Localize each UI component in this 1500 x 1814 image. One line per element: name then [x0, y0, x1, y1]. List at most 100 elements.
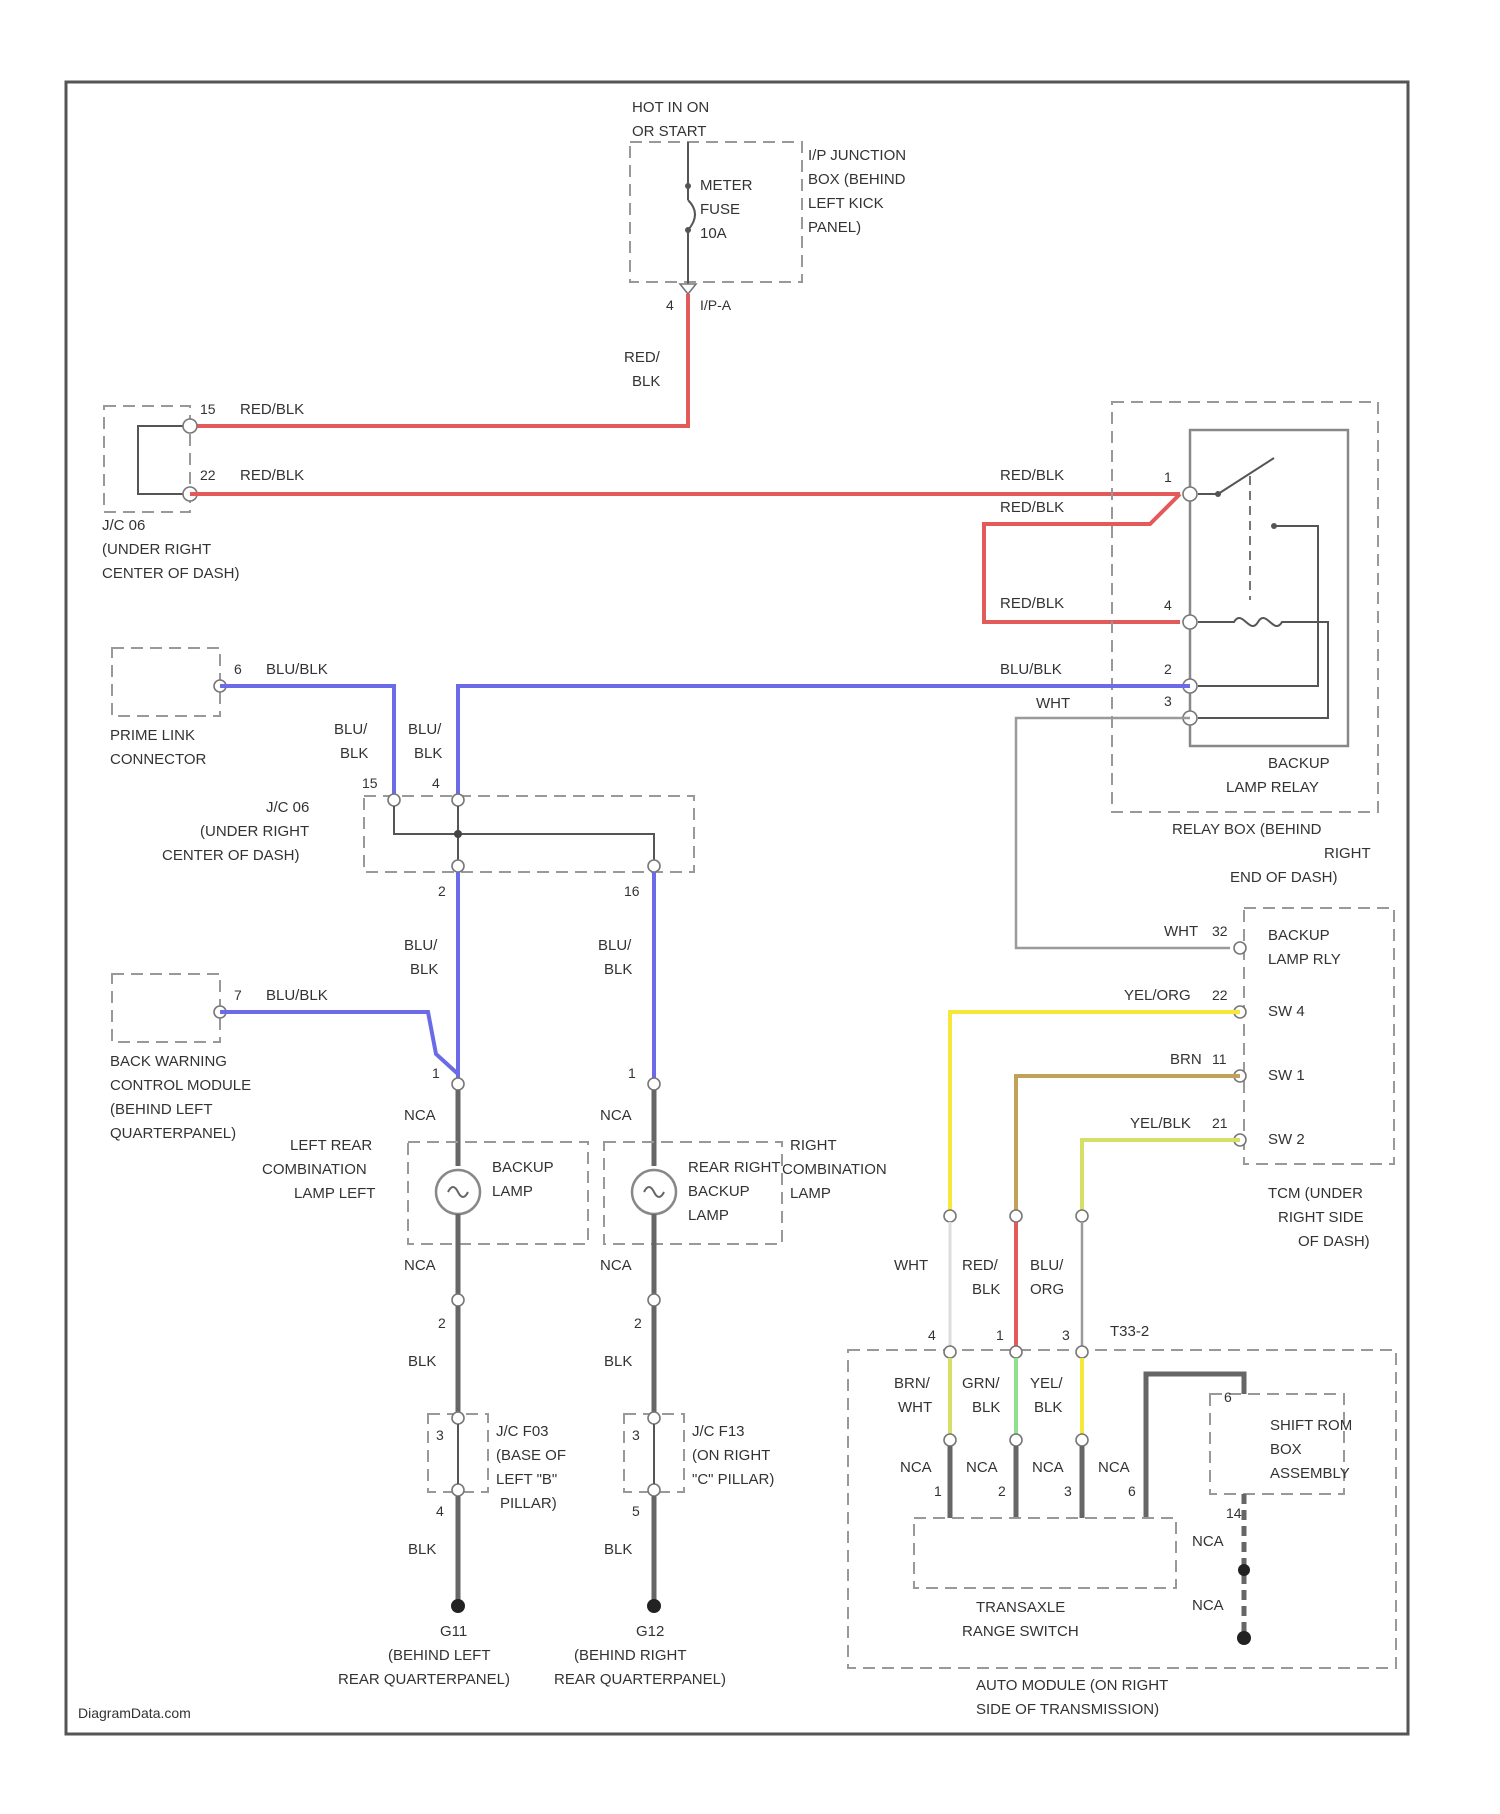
jc06-top-pin-a: 15 [200, 401, 216, 417]
wire-label-blk-4: BLK [604, 961, 632, 978]
relay-pin4-label: 4 [1164, 597, 1172, 613]
range-switch-label-2: RANGE SWITCH [962, 1623, 1079, 1640]
fuse-pin: 4 [666, 297, 674, 313]
hot-label-2: OR START [632, 123, 706, 140]
range-nca-4: NCA [1098, 1459, 1130, 1476]
jc06-top-bus [138, 426, 190, 494]
range-nca-1: NCA [900, 1459, 932, 1476]
ground-right-label-1: (BEHIND RIGHT [574, 1647, 687, 1664]
shift-ground-1-icon [1238, 1564, 1250, 1576]
tcm-name-1: BACKUP [1268, 927, 1330, 944]
left-lamp-pin-1 [452, 1078, 464, 1090]
range-pin-6: 6 [1128, 1483, 1136, 1499]
fuse-name-3: 10A [700, 225, 727, 242]
wire-label-blublk-3: BLU/BLK [266, 987, 328, 1004]
fuse-conn: I/P-A [700, 297, 732, 313]
wire-label-blublk-2: BLU/BLK [1000, 661, 1062, 678]
tcm-pin-a: 32 [1212, 923, 1228, 939]
wire-label-blk-9: BLK [972, 1281, 1000, 1298]
tcm-sw2: SW 2 [1268, 1131, 1305, 1148]
jc-f03-label-1: J/C F03 [496, 1423, 549, 1440]
wire-label-blu-1: BLU/ [334, 721, 368, 738]
trans-mid-conn-2 [1010, 1210, 1022, 1222]
wire-label-blk-11: BLK [1034, 1399, 1062, 1416]
wire-label-blk-2: BLK [414, 745, 442, 762]
wire-yel-blk [1082, 1140, 1240, 1214]
ground-left-label-2: REAR QUARTERPANEL) [338, 1671, 510, 1688]
right-lamp-inner-2: BACKUP [688, 1183, 750, 1200]
prime-link-label-2: CONNECTOR [110, 751, 207, 768]
tcm-sw4: SW 4 [1268, 1003, 1305, 1020]
wire-label-blk-3: BLK [410, 961, 438, 978]
wire-label-blk-1: BLK [340, 745, 368, 762]
range-switch-box [914, 1518, 1176, 1588]
jc06-mid-pin-15 [388, 794, 400, 806]
relay-pin3-label: 3 [1164, 693, 1172, 709]
relay-coil [1198, 618, 1328, 718]
wire-label-brn2: BRN/ [894, 1375, 931, 1392]
left-lamp-outer-2: COMBINATION [262, 1161, 367, 1178]
jc06-top-group: 15 22 RED/BLK RED/BLK J/C 06 (UNDER RIGH… [102, 401, 304, 582]
jc06-mid-pin-16 [648, 860, 660, 872]
right-lamp-group: 1 NCA REAR RIGHT BACKUP LAMP RIGHT COMBI… [600, 1065, 887, 1331]
shift-pin-bot: 14 [1226, 1505, 1242, 1521]
wire-label-blu-2: BLU/ [408, 721, 442, 738]
shift-pin-top: 6 [1224, 1389, 1232, 1405]
right-lamp-pin-bot: 2 [634, 1315, 642, 1331]
wire-label-redblk-r1: RED/BLK [1000, 467, 1064, 484]
ground-right-label-2: REAR QUARTERPANEL) [554, 1671, 726, 1688]
back-warning-pin-label: 7 [234, 987, 242, 1003]
left-lamp-outer-3: LAMP LEFT [294, 1185, 375, 1202]
wire-label-blk-8: BLK [604, 1541, 632, 1558]
back-warning-group: 7 BACK WARNING CONTROL MODULE (BEHIND LE… [110, 974, 251, 1142]
prime-link-pin-label: 6 [234, 661, 242, 677]
jc06-mid-group: 15 4 2 16 J/C 06 (UNDER RIGHT CENTER OF … [162, 775, 694, 899]
ground-right-id: G12 [636, 1623, 664, 1640]
range-nca-2: NCA [966, 1459, 998, 1476]
jc06-mid-pin-out1: 2 [438, 883, 446, 899]
relay-box-group: 1 4 2 3 BACKUP LAMP RELAY RELAY BOX (BEH… [1112, 402, 1378, 886]
wire-label-org: ORG [1030, 1281, 1064, 1298]
t33-pin-4-label: 4 [928, 1327, 936, 1343]
back-warning-box [112, 974, 220, 1042]
t33-pin-1 [1010, 1346, 1022, 1358]
wire-yel-org [950, 1012, 1240, 1214]
jc-f13-label-2: (ON RIGHT [692, 1447, 770, 1464]
backup-lamp-relay [1190, 430, 1348, 746]
auto-module-label-2: SIDE OF TRANSMISSION) [976, 1701, 1159, 1718]
shift-nca-1: NCA [1192, 1533, 1224, 1550]
ground-left-label-1: (BEHIND LEFT [388, 1647, 491, 1664]
right-lamp-pin-2 [648, 1294, 660, 1306]
jc06-mid-pin-in1: 15 [362, 775, 378, 791]
ground-left-icon [451, 1599, 465, 1613]
relay-box-label-3: END OF DASH) [1230, 869, 1338, 886]
wire-label-blk-5: BLK [408, 1353, 436, 1370]
jc06-mid-pin-out2: 16 [624, 883, 640, 899]
wire-label-blu-5: BLU/ [1030, 1257, 1064, 1274]
hot-label-1: HOT IN ON [632, 99, 709, 116]
jc-f13-pin-3 [648, 1412, 660, 1424]
ipj-label-1: I/P JUNCTION [808, 147, 906, 164]
jc06-mid-bus-a [394, 806, 654, 866]
wire-label-blublk-1: BLU/BLK [266, 661, 328, 678]
auto-module-label-1: AUTO MODULE (ON RIGHT [976, 1677, 1168, 1694]
tcm-pin-c: 11 [1212, 1051, 1227, 1067]
back-warning-label-2: CONTROL MODULE [110, 1077, 251, 1094]
left-lamp-pin-2 [452, 1294, 464, 1306]
trans-mid-conn-3 [1076, 1210, 1088, 1222]
relay-pin1-label: 1 [1164, 469, 1172, 485]
jc-f03-pin-4 [452, 1484, 464, 1496]
wire-label-redblk-v1: RED/ [624, 349, 661, 366]
range-switch-label-1: TRANSAXLE [976, 1599, 1065, 1616]
range-conn-2 [1010, 1434, 1022, 1446]
jc-f03-pin-3 [452, 1412, 464, 1424]
range-conn-1 [944, 1434, 956, 1446]
wire-label-yelblk: YEL/BLK [1130, 1115, 1191, 1132]
range-conn-3 [1076, 1434, 1088, 1446]
relay-pin-4 [1183, 615, 1197, 629]
jc06-mid-pin-4 [452, 794, 464, 806]
tcm-pin-32 [1234, 942, 1246, 954]
jc-f13-pin-bot: 5 [632, 1503, 640, 1519]
wire-label-blu-3: BLU/ [404, 937, 438, 954]
left-lamp-outer-1: LEFT REAR [290, 1137, 372, 1154]
